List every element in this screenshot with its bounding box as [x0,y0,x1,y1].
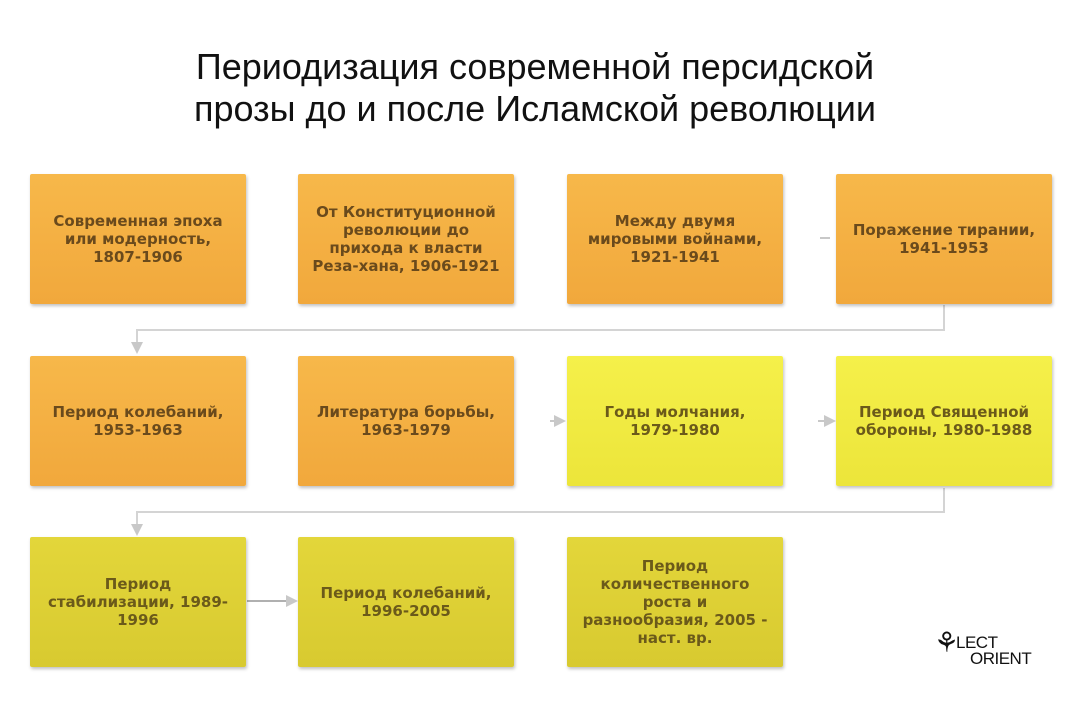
period-box-2-label: От Конституционной революции до прихода … [312,203,500,275]
period-box-6-label: Литература борьбы, 1963-1979 [317,403,495,439]
connector-row1-row2 [131,305,945,354]
period-box-1: Современная эпоха или модерность, 1807-1… [30,174,246,304]
period-box-8-label: Период Священной обороны, 1980-1988 [855,403,1033,439]
title-line-2: прозы до и после Исламской революции [194,88,876,129]
period-box-2: От Конституционной революции до прихода … [298,174,514,304]
period-box-8: Период Священной обороны, 1980-1988 [836,356,1052,486]
period-box-11-label: Период количественного роста и разнообра… [582,557,768,647]
period-box-4: Поражение тирании, 1941-1953 [836,174,1052,304]
period-box-3: Между двумя мировыми войнами, 1921-1941 [567,174,783,304]
page-title: Периодизация современной персидской проз… [0,46,1070,130]
flower-logo-icon: ⚘ [934,626,960,659]
period-box-9: Период стабилизации, 1989- 1996 [30,537,246,667]
period-box-5: Период колебаний, 1953-1963 [30,356,246,486]
logo-text-line-2: ORIENT [970,649,1032,668]
period-box-6: Литература борьбы, 1963-1979 [298,356,514,486]
period-box-10-label: Период колебаний, 1996-2005 [320,584,492,620]
title-line-1: Периодизация современной персидской [195,46,875,87]
period-box-3-label: Между двумя мировыми войнами, 1921-1941 [587,212,763,266]
connector-row2-row3 [131,488,945,536]
period-box-5-label: Период колебаний, 1953-1963 [52,403,224,439]
lectorient-logo: ⚘ LECT ORIENT [934,628,1034,672]
period-box-7-label: Годы молчания, 1979-1980 [604,403,746,439]
period-box-11: Период количественного роста и разнообра… [567,537,783,667]
period-box-1-label: Современная эпоха или модерность, 1807-1… [53,212,223,266]
logo-text-line-1: LECT [956,633,998,652]
period-box-10: Период колебаний, 1996-2005 [298,537,514,667]
period-box-7: Годы молчания, 1979-1980 [567,356,783,486]
period-box-4-label: Поражение тирании, 1941-1953 [852,221,1036,257]
period-box-9-label: Период стабилизации, 1989- 1996 [47,575,229,629]
